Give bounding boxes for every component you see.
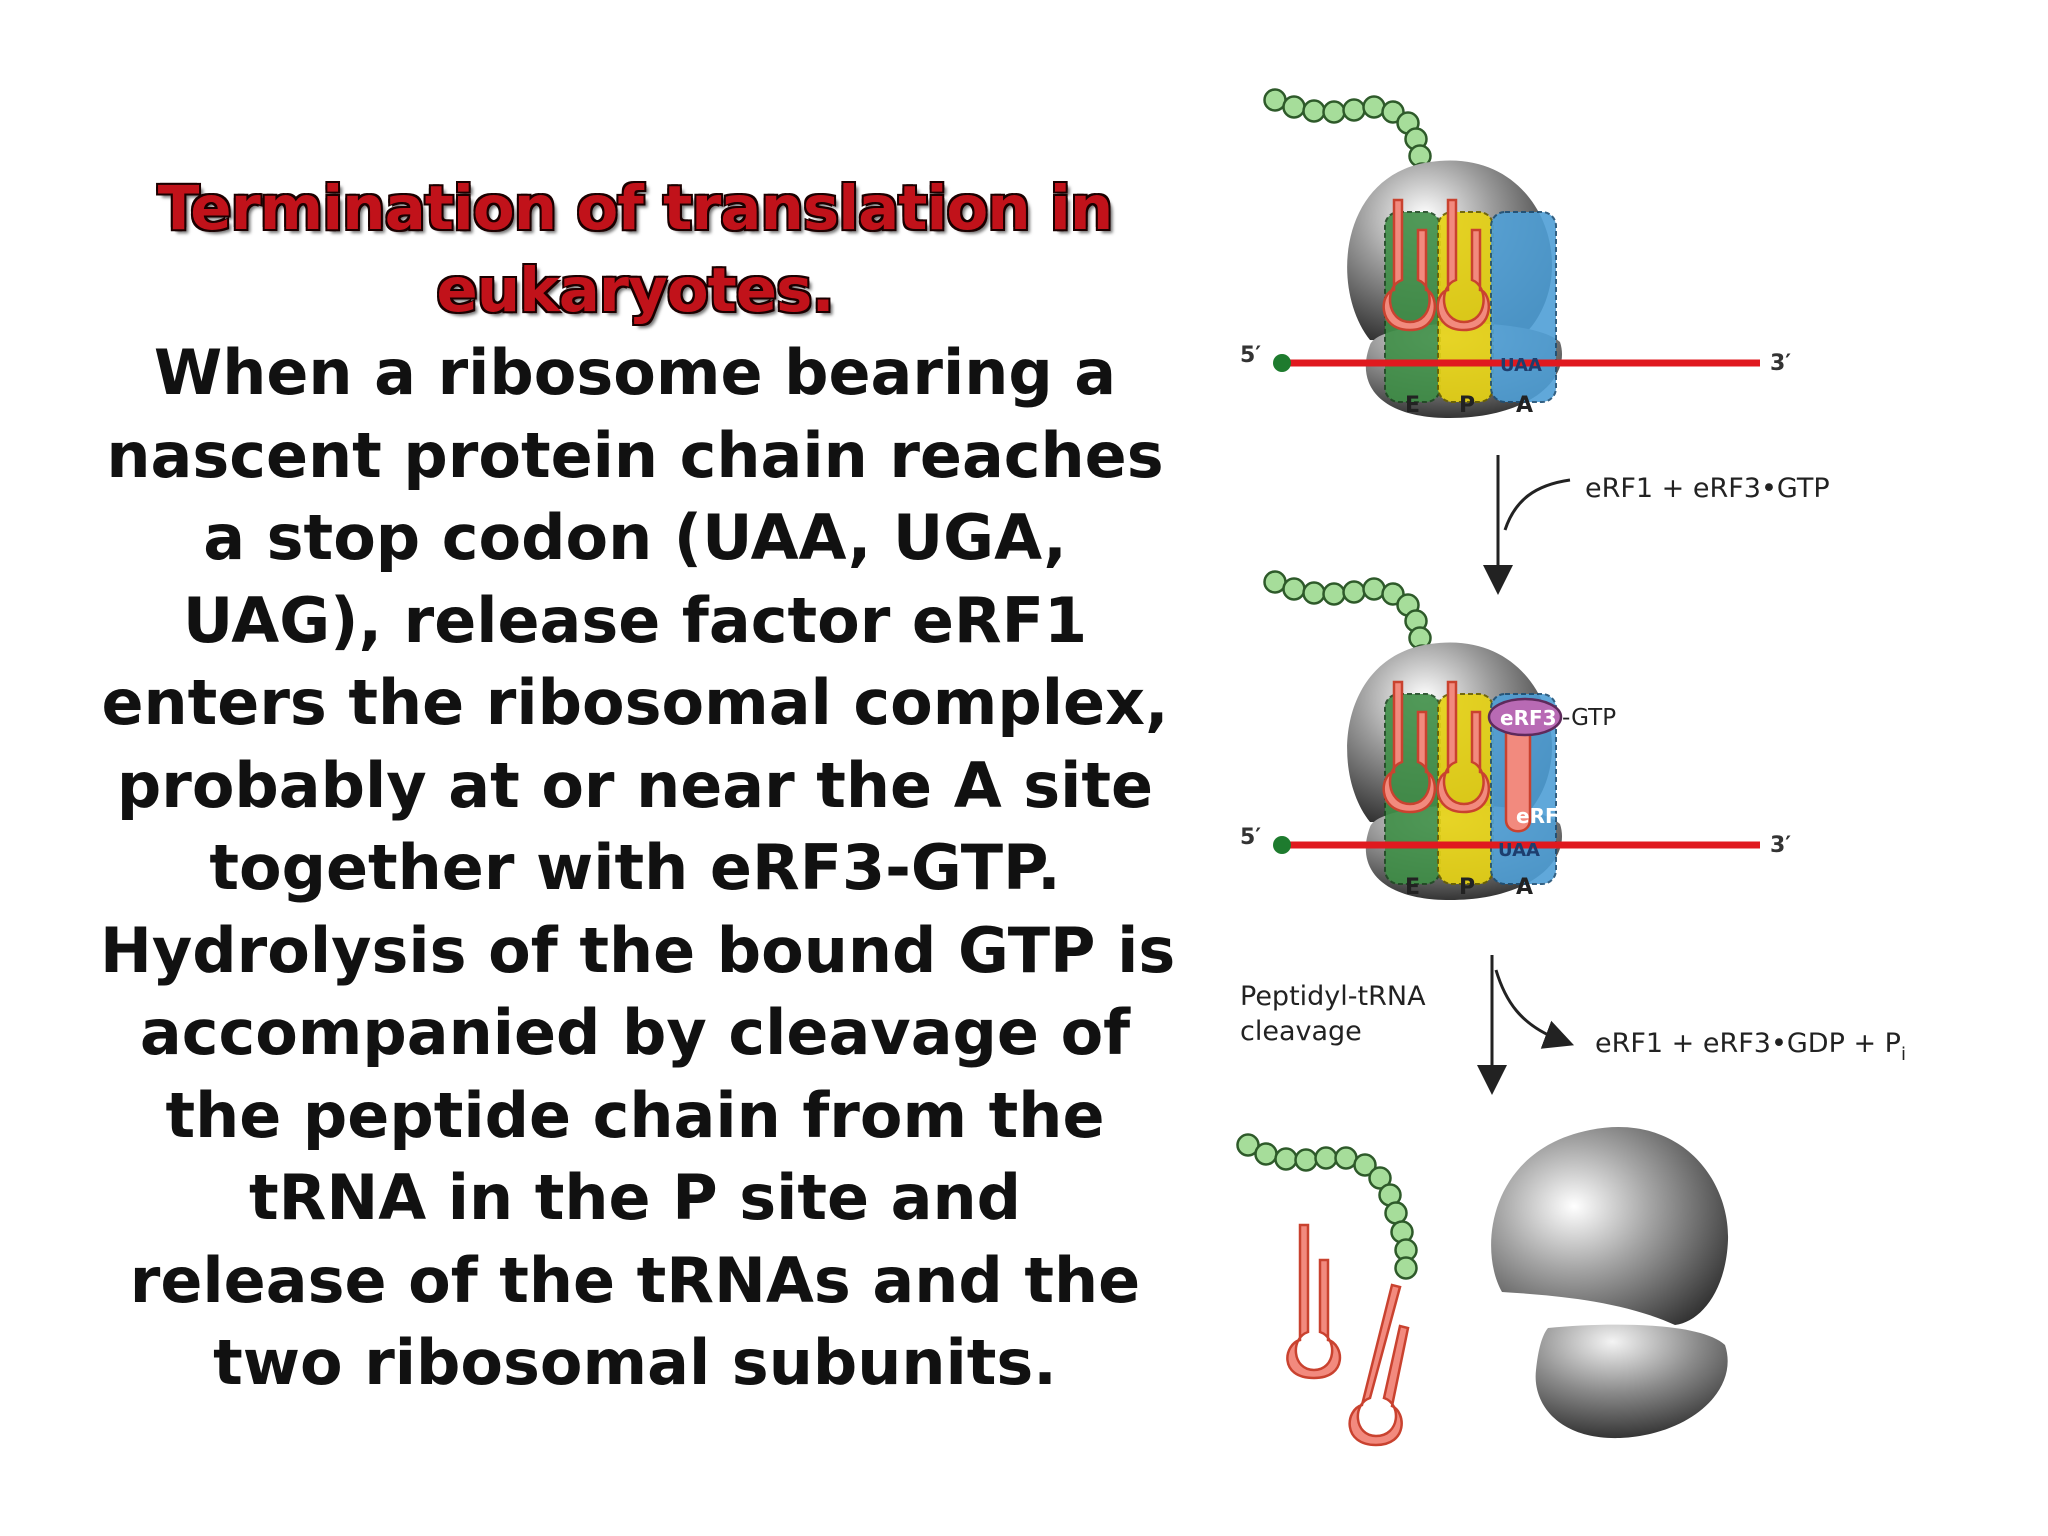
site-a-1 bbox=[1490, 211, 1557, 403]
panel-3-released-components bbox=[1236, 1127, 1729, 1447]
mrna-5-end-2 bbox=[1273, 836, 1291, 854]
erf3-oval bbox=[1487, 697, 1563, 737]
arrow-step-1: eRF1 + eRF3•GTP bbox=[1483, 455, 1830, 595]
body-line-2: nascent protein chain reaches bbox=[106, 418, 1164, 492]
site-label-a-1: A bbox=[1516, 393, 1533, 418]
released-small-subunit bbox=[1535, 1324, 1728, 1439]
body-line-8: Hydrolysis of the bound GTP is bbox=[100, 913, 1176, 987]
site-label-p-1: P bbox=[1459, 393, 1475, 418]
body-line-12: release of the tRNAs and the bbox=[129, 1243, 1141, 1317]
step-1-label: eRF1 + eRF3•GTP bbox=[1585, 473, 1830, 504]
trna-p-1 bbox=[1436, 198, 1491, 332]
panel-2-release-factors-bound: eRF3 -GTP eRF1 5′ 3′ UAA E P A bbox=[1240, 570, 1791, 900]
mrna-5-end-1 bbox=[1273, 354, 1291, 372]
panel-1-ribosome-with-stop-codon: 5′ 3′ UAA E P A bbox=[1240, 88, 1791, 418]
erf1-label: eRF1 bbox=[1516, 804, 1573, 828]
trna-e-1 bbox=[1382, 198, 1437, 332]
released-peptide-beads bbox=[1236, 1133, 1418, 1280]
site-label-e-2: E bbox=[1405, 875, 1420, 900]
released-trna-1 bbox=[1286, 1223, 1342, 1380]
trna-e-2 bbox=[1382, 680, 1437, 814]
label-3-prime-2: 3′ bbox=[1770, 833, 1791, 858]
body-line-13: two ribosomal subunits. bbox=[213, 1326, 1057, 1399]
site-label-e-1: E bbox=[1405, 393, 1420, 418]
label-3-prime-1: 3′ bbox=[1770, 351, 1791, 376]
site-label-a-2: A bbox=[1516, 875, 1533, 900]
step-2-label-line-2: cleavage bbox=[1240, 1016, 1362, 1047]
body-line-10: the peptide chain from the bbox=[165, 1078, 1105, 1152]
slide-text: Termination of translation in eukaryotes… bbox=[100, 168, 1176, 1405]
erf3-label: eRF3 bbox=[1500, 706, 1557, 730]
codon-label-2: UAA bbox=[1498, 840, 1540, 861]
released-large-subunit bbox=[1491, 1127, 1729, 1325]
step-2-products: eRF1 + eRF3•GDP + Pi bbox=[1595, 1028, 1906, 1065]
body-line-3: a stop codon (UAA, UGA, bbox=[203, 501, 1067, 574]
body-line-5: enters the ribosomal complex, bbox=[101, 666, 1169, 739]
arrow-step-2: Peptidyl-tRNA cleavage eRF1 + eRF3•GDP +… bbox=[1240, 955, 1906, 1095]
body-line-4: UAG), release factor eRF1 bbox=[182, 583, 1088, 657]
body-line-6: probably at or near the A site bbox=[116, 748, 1154, 822]
translation-termination-diagram: 5′ 3′ UAA E P A eRF1 + eRF3•GTP bbox=[1236, 88, 1906, 1447]
step-2-label-line-1: Peptidyl-tRNA bbox=[1240, 981, 1426, 1012]
released-trna-2 bbox=[1348, 1283, 1410, 1447]
body-line-1: When a ribosome bearing a bbox=[153, 336, 1117, 409]
trna-p-2 bbox=[1436, 680, 1491, 814]
slide-title-line-2: eukaryotes. bbox=[436, 255, 834, 326]
label-5-prime-1: 5′ bbox=[1240, 343, 1261, 368]
body-line-7: together with eRF3-GTP. bbox=[209, 831, 1061, 904]
codon-label-1: UAA bbox=[1500, 355, 1542, 376]
label-5-prime-2: 5′ bbox=[1240, 825, 1261, 850]
gtp-label: -GTP bbox=[1562, 705, 1616, 731]
body-line-9: accompanied by cleavage of bbox=[139, 996, 1131, 1069]
slide-title-line-1: Termination of translation in bbox=[157, 173, 1114, 244]
body-line-11: tRNA in the P site and bbox=[248, 1161, 1022, 1234]
site-label-p-2: P bbox=[1459, 875, 1475, 900]
